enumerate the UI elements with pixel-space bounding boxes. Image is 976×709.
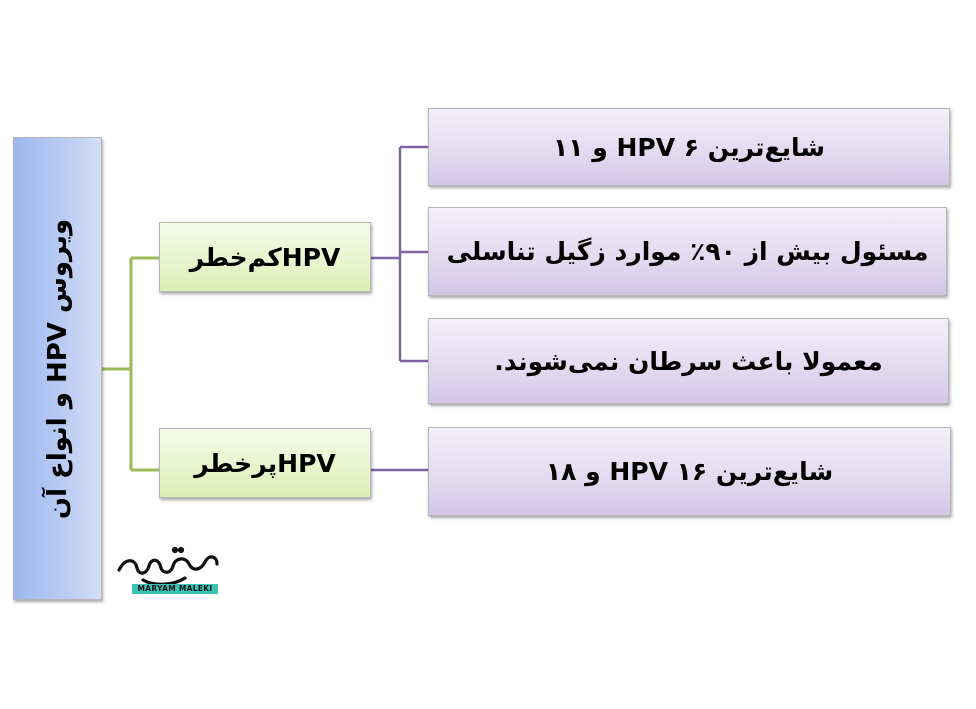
leaf-low-risk-1-text: شایع‌ترین ۶ HPV و ۱۱ (552, 132, 826, 162)
branch-high-risk-label: HPVپرخطر (194, 448, 336, 478)
logo-caption: MARYAM MALEKI (132, 584, 218, 594)
leaf-low-risk-2-text: مسئول بیش از ۹۰٪ موارد زگیل تناسلی (446, 237, 929, 266)
branch-high-risk: HPVپرخطر (159, 428, 371, 498)
leaf-high-risk-1: شایع‌ترین ۱۶ HPV و ۱۸ (428, 427, 951, 516)
leaf-low-risk-3-text: معمولا باعث سرطان نمی‌شوند. (494, 346, 883, 376)
branch-low-risk-label: HPVکم‌خطر (189, 242, 341, 272)
root-label: ویروس HPV و انواع آن (42, 218, 73, 519)
leaf-low-risk-2: مسئول بیش از ۹۰٪ موارد زگیل تناسلی (428, 207, 947, 296)
leaf-high-risk-1-text: شایع‌ترین ۱۶ HPV و ۱۸ (545, 457, 834, 486)
root-node: ویروس HPV و انواع آن (13, 137, 102, 600)
branch-low-risk: HPVکم‌خطر (159, 222, 371, 292)
leaf-low-risk-1: شایع‌ترین ۶ HPV و ۱۱ (428, 108, 950, 186)
leaf-low-risk-3: معمولا باعث سرطان نمی‌شوند. (428, 318, 949, 404)
